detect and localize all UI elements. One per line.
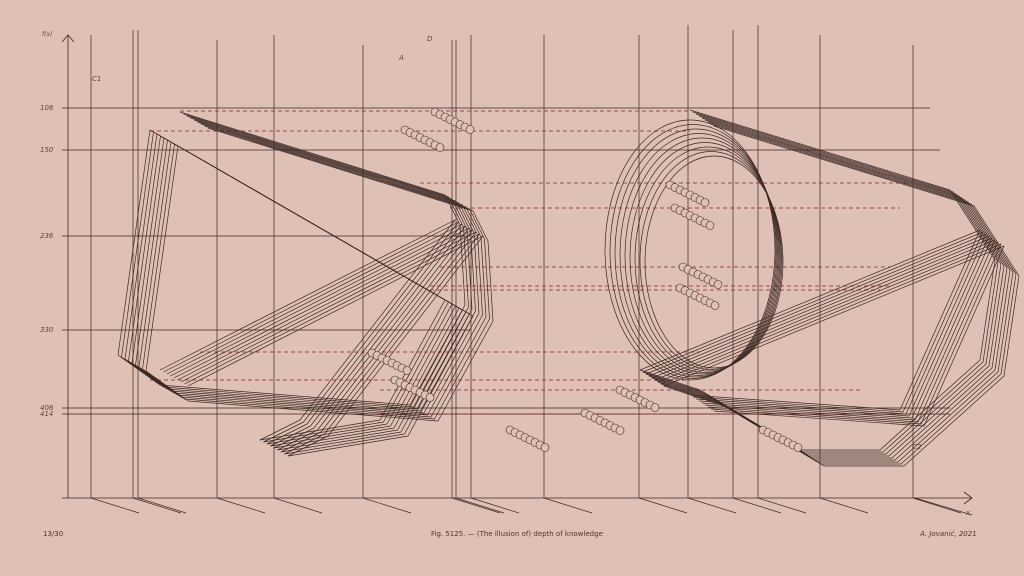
left-loop-strand	[145, 127, 494, 457]
left-loop-strand	[135, 121, 483, 451]
coil-segment	[793, 443, 803, 452]
coil-segment	[700, 198, 710, 207]
grid-perspective-tick	[757, 497, 807, 514]
right-ring-strand	[604, 119, 776, 381]
annotation-c2: C2	[912, 443, 922, 451]
figure-caption: Fig. 5125. — (The illusion of) depth of …	[431, 530, 603, 538]
grid-perspective-tick	[137, 497, 187, 514]
right-ring-strand	[624, 137, 780, 375]
coil-segment	[705, 221, 715, 230]
coil-segment	[435, 143, 445, 152]
grid-perspective-tick	[273, 497, 323, 514]
right-ring-strand	[639, 151, 783, 370]
author-credit: A. Jovanić, 2021	[920, 530, 977, 538]
coil-segment	[425, 393, 435, 402]
coil-segment	[710, 301, 720, 310]
grid-perspective-tick	[451, 497, 501, 514]
left-loop-strand	[142, 125, 490, 455]
grid-perspective-tick	[470, 497, 520, 514]
y-tick-label: 236	[40, 232, 54, 240]
y-tick-label: 330	[40, 326, 54, 334]
y-axis-arrow-icon	[61, 34, 75, 43]
grid-perspective-tick	[132, 497, 182, 514]
right-ring-strand	[634, 146, 782, 372]
grid-perspective-tick	[912, 497, 962, 514]
x-axis-arrow-icon	[963, 491, 973, 505]
right-ring-strand	[619, 133, 779, 376]
right-ring-strand	[629, 142, 781, 373]
y-axis-label: f(x)	[42, 31, 53, 38]
grid-perspective-tick	[90, 497, 140, 514]
grid-perspective-tick	[732, 497, 782, 514]
y-tick-label: 108	[40, 104, 54, 112]
annotation-c1: C1	[92, 75, 102, 83]
right-ring-strand	[614, 128, 778, 378]
coil-segment	[402, 366, 412, 375]
page-number: 13/30	[43, 530, 64, 538]
grid-perspective-tick	[543, 497, 593, 514]
coil-segment	[465, 125, 475, 134]
grid-perspective-tick	[362, 497, 412, 514]
grid-perspective-tick	[216, 497, 266, 514]
y-tick-label: 414	[40, 410, 54, 418]
x-axis-depth-line	[914, 497, 973, 516]
grid-perspective-tick	[455, 497, 505, 514]
grid-perspective-tick	[638, 497, 688, 514]
x-axis-label: x	[966, 509, 971, 517]
grid-perspective-tick	[687, 497, 737, 514]
left-loop-strand	[138, 123, 487, 453]
grid-perspective-tick	[819, 497, 869, 514]
coil-segment	[615, 426, 625, 435]
coil-segment	[650, 403, 660, 412]
y-tick-label: 150	[40, 146, 54, 154]
coil-segment	[540, 443, 550, 452]
annotation-a: A	[399, 54, 404, 62]
right-loop-strand	[663, 125, 1020, 467]
coil-segment	[713, 280, 723, 289]
right-ring-strand	[644, 155, 784, 369]
right-ring-strand	[609, 124, 777, 379]
annotation-d: D	[427, 35, 433, 43]
y-tick-label: 408	[40, 404, 54, 412]
